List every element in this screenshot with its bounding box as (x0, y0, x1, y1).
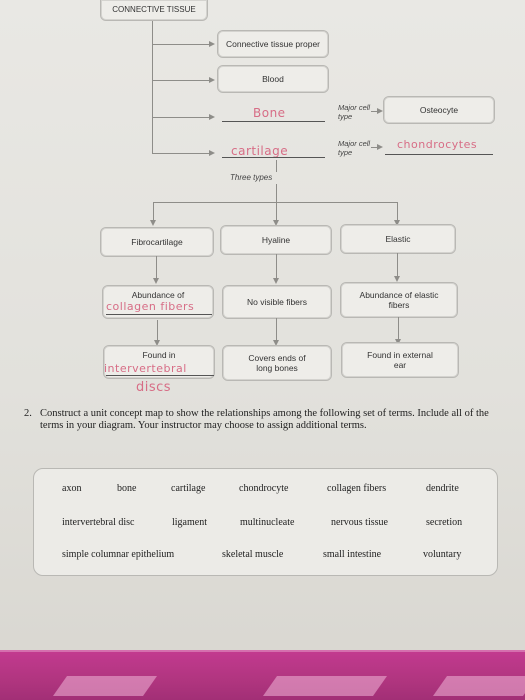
term-nervous-tissue: nervous tissue (331, 517, 388, 528)
abundance-elastic-label: Abundance of elastic fibers (359, 290, 439, 310)
elastic-box: Elastic (340, 224, 456, 254)
found-in-label: Found in (142, 350, 176, 360)
bone-underline (222, 121, 325, 122)
bone-to-osteocyte (371, 111, 379, 112)
term-axon: axon (62, 483, 82, 494)
cartilage-down-line (276, 160, 277, 172)
term-simple-columnar-epithelium: simple columnar epithelium (62, 549, 175, 560)
bone-handwriting: Bone (253, 106, 286, 120)
branch-proper (152, 44, 212, 45)
arrow-found (154, 340, 160, 346)
term-ligament: ligament (172, 517, 207, 528)
cartilage-to-chondro (371, 147, 379, 148)
arrow-elastic (394, 220, 400, 226)
footer-stripe-3 (432, 676, 525, 696)
arrow-proper (209, 41, 215, 47)
cartilage-underline (222, 157, 325, 158)
question-2: 2. Construct a unit concept map to show … (24, 408, 498, 432)
arrow-novisible (273, 278, 279, 284)
term-chondrocyte: chondrocyte (239, 483, 289, 494)
intervertebral-underline (106, 375, 214, 376)
blood-label: Blood (262, 74, 284, 84)
arrow-osteocyte (377, 108, 383, 114)
external-ear-box: Found in external ear (341, 342, 459, 378)
discs-handwriting: discs (136, 380, 172, 395)
collagen-to-found (157, 320, 158, 342)
collagen-underline (106, 314, 212, 315)
types-crossbar (153, 202, 397, 203)
chondro-underline (385, 154, 493, 155)
trunk-line (152, 21, 153, 154)
proper-label: Connective tissue proper (225, 39, 321, 49)
elastic-drop (397, 202, 398, 222)
arrow-hyaline (273, 220, 279, 226)
arrow-cartilage (209, 150, 215, 156)
abundance-collagen-label: Abundance of (131, 290, 185, 300)
term-secretion: secretion (426, 517, 463, 528)
fibrocartilage-label: Fibrocartilage (131, 237, 183, 247)
osteocyte-box: Osteocyte (383, 96, 495, 124)
question-number: 2. (24, 408, 32, 419)
proper-box: Connective tissue proper (217, 30, 329, 58)
found-in-box: Found in (103, 345, 215, 379)
arrow-abundance (153, 278, 159, 284)
term-small-intestine: small intestine (323, 549, 382, 560)
arrow-blood (209, 77, 215, 83)
hyaline-box: Hyaline (220, 225, 332, 255)
abundance-collagen-box: Abundance of (102, 285, 214, 319)
branch-cartilage (152, 153, 212, 154)
elastic-to-found (398, 317, 399, 341)
hyaline-to-novisible (276, 254, 277, 279)
question-text: Construct a unit concept map to show the… (40, 408, 489, 431)
intervertebral-handwriting: intervertebral (104, 362, 187, 375)
hyaline-label: Hyaline (261, 235, 291, 245)
term-skeletal-muscle: skeletal muscle (222, 549, 284, 560)
footer-stripe-2 (262, 676, 388, 696)
branch-bone (152, 117, 212, 118)
major-cell-type-1: Major cell type (338, 103, 371, 121)
fibro-to-abundance (156, 256, 157, 279)
term-bone: bone (117, 483, 137, 494)
term-intervertebral-disc: intervertebral disc (62, 517, 135, 528)
covers-ends-box: Covers ends of long bones (222, 345, 332, 381)
arrow-bone (209, 114, 215, 120)
cartilage-handwriting: cartilage (231, 144, 289, 158)
term-cartilage: cartilage (171, 483, 206, 494)
term-collagen-fibers: collagen fibers (327, 483, 387, 494)
abundance-elastic-box: Abundance of elastic fibers (340, 282, 458, 318)
fibro-drop (153, 202, 154, 222)
arrow-elastic-abundance (394, 276, 400, 282)
term-dendrite: dendrite (426, 483, 459, 494)
hyaline-drop (276, 202, 277, 222)
covers-ends-label: Covers ends of long bones (248, 353, 306, 373)
arrow-fibro (150, 220, 156, 226)
term-voluntary: voluntary (423, 549, 462, 560)
title-text: CONNECTIVE TISSUE (112, 5, 196, 14)
osteocyte-label: Osteocyte (419, 105, 459, 115)
term-multinucleate: multinucleate (240, 517, 295, 528)
elastic-label: Elastic (385, 234, 411, 244)
fibrocartilage-box: Fibrocartilage (100, 227, 214, 257)
blood-box: Blood (217, 65, 329, 93)
external-ear-label: Found in external ear (367, 350, 433, 370)
major-cell-type-2: Major cell type (338, 139, 371, 157)
arrow-covers (273, 340, 279, 346)
novisible-to-covers (276, 318, 277, 342)
no-visible-box: No visible fibers (222, 285, 332, 319)
elastic-to-abundance (397, 253, 398, 277)
three-types-label: Three types (230, 173, 273, 182)
footer-stripe-1 (52, 676, 158, 696)
chondrocytes-handwriting: chondrocytes (397, 138, 478, 151)
arrow-chondro (377, 144, 383, 150)
branch-blood (152, 80, 212, 81)
title-box: CONNECTIVE TISSUE (100, 0, 208, 21)
three-types-down (276, 184, 277, 202)
terms-box: axon bone cartilage chondrocyte collagen… (33, 468, 498, 576)
no-visible-label: No visible fibers (247, 297, 307, 307)
collagen-handwriting: collagen fibers (106, 300, 195, 313)
